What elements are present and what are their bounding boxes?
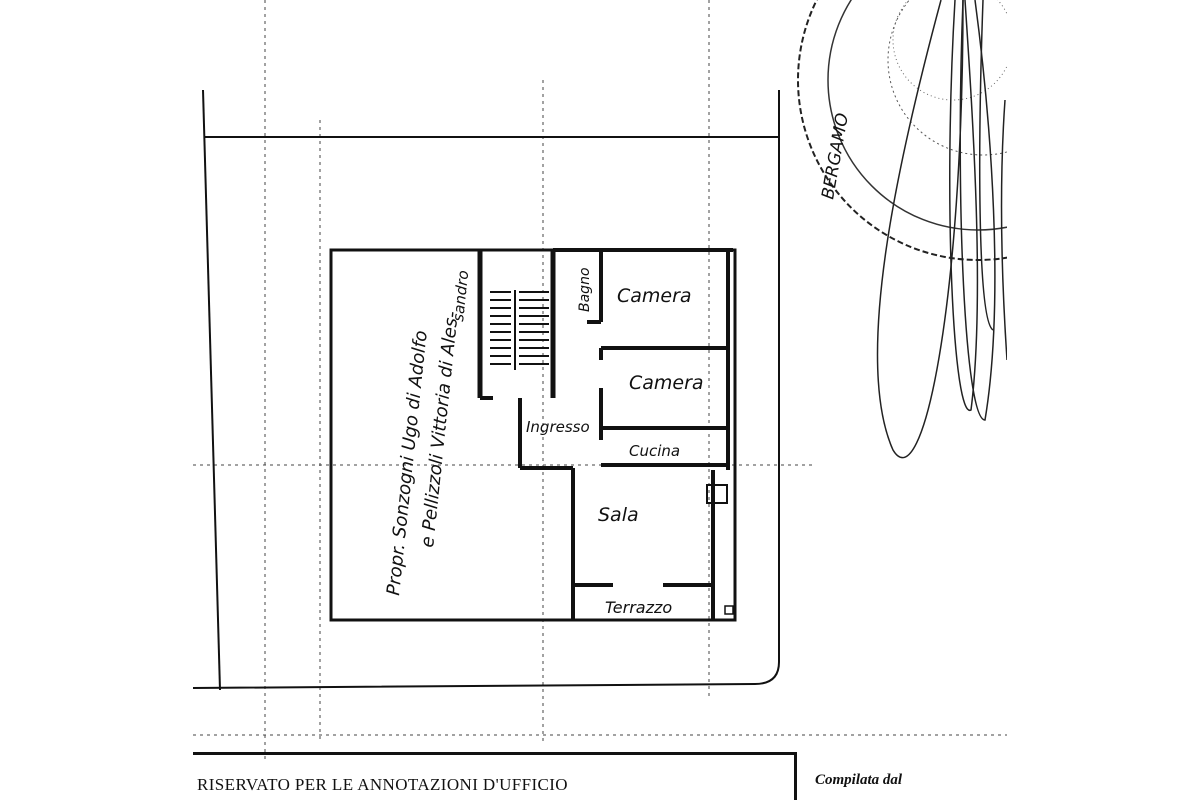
floor-plan-sheet: Camera Camera Bagno Ingresso Cucina Sala… <box>193 0 1007 800</box>
compiled-by-label: Compilata dal <box>815 772 903 788</box>
room-label-camera-1: Camera <box>617 285 692 307</box>
office-annotations-label: RISERVATO PER LE ANNOTAZIONI D'UFFICIO <box>197 775 568 794</box>
grid-lines <box>193 0 1007 760</box>
office-annotations-box: RISERVATO PER LE ANNOTAZIONI D'UFFICIO <box>193 752 797 800</box>
interior-walls <box>518 248 733 620</box>
floor-plan-drawing: Camera Camera Bagno Ingresso Cucina Sala… <box>193 0 1007 760</box>
room-label-terrazzo: Terrazzo <box>605 598 672 617</box>
signature-strokes <box>876 0 1007 459</box>
room-label-ingresso: Ingresso <box>526 418 590 436</box>
building-outline <box>329 248 737 622</box>
lot-boundary <box>193 89 780 691</box>
room-label-sala: Sala <box>598 504 639 526</box>
room-label-bagno: Bagno <box>577 267 593 312</box>
chimney-flue <box>706 484 728 504</box>
owner-line-3: sandro <box>449 269 472 322</box>
stairwell <box>477 250 556 400</box>
room-label-camera-2: Camera <box>629 372 704 394</box>
owner-line-1: Propr. Sonzogni Ugo di Adolfo <box>383 329 432 596</box>
stamp-text: BERGAMO <box>818 112 853 201</box>
registry-stamp: BERGAMO <box>797 0 1007 261</box>
room-label-cucina: Cucina <box>629 442 680 460</box>
drain-mark <box>724 605 734 615</box>
